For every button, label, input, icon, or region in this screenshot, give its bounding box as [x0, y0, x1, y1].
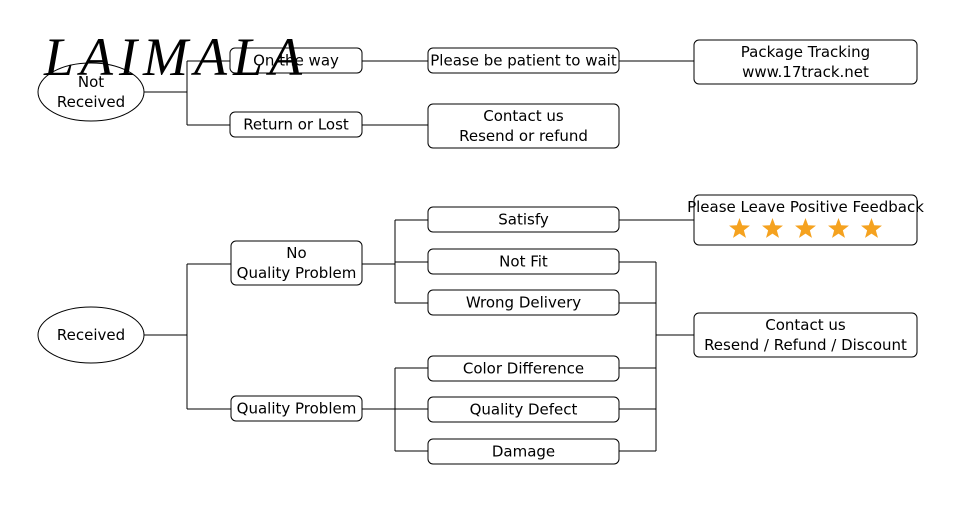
box-shape — [693, 312, 918, 358]
node-label: Contact us — [483, 107, 564, 125]
node-wrong: Wrong Delivery — [427, 289, 620, 316]
box-shape — [427, 248, 620, 275]
box-shape — [693, 39, 918, 85]
node-label: Wrong Delivery — [466, 294, 581, 312]
box-shape — [427, 355, 620, 382]
node-label: Satisfy — [498, 211, 549, 229]
box-shape — [427, 289, 620, 316]
node-received: Received — [37, 306, 145, 364]
node-label: www.17track.net — [742, 63, 869, 81]
node-contact2: Contact us Resend / Refund / Discount — [693, 312, 918, 358]
node-quality: Quality Problem — [230, 395, 363, 422]
node-label: On the way — [253, 52, 339, 70]
star-icon — [762, 218, 783, 238]
box-shape — [427, 47, 620, 74]
node-not-fit: Not Fit — [427, 248, 620, 275]
node-label: Contact us — [765, 316, 846, 334]
star-icon — [729, 218, 750, 238]
node-feedback: Please Leave Positive Feedback — [687, 194, 924, 246]
node-color: Color Difference — [427, 355, 620, 382]
box-shape — [229, 47, 363, 74]
star-icon — [861, 218, 882, 238]
star-icon — [795, 218, 816, 238]
node-label: Damage — [492, 443, 555, 461]
node-patient: Please be patient to wait — [427, 47, 620, 74]
node-satisfy: Satisfy — [427, 206, 620, 233]
node-label: Not — [78, 73, 104, 91]
box-shape — [427, 438, 620, 465]
node-label: Resend or refund — [459, 127, 588, 145]
brand-watermark: LAIMALA — [44, 27, 308, 87]
node-label: Quality Defect — [470, 401, 578, 419]
box-shape — [230, 395, 363, 422]
node-label: Quality Problem — [237, 264, 357, 282]
node-damage: Damage — [427, 438, 620, 465]
node-label: Received — [57, 326, 125, 344]
box-shape — [427, 103, 620, 149]
node-contact1: Contact us Resend or refund — [427, 103, 620, 149]
box-shape — [427, 206, 620, 233]
node-defect: Quality Defect — [427, 396, 620, 423]
box-shape — [427, 396, 620, 423]
connectors — [144, 60, 694, 452]
ellipse-shape — [37, 306, 145, 364]
node-label: Package Tracking — [741, 43, 870, 61]
node-return-lost: Return or Lost — [229, 111, 363, 138]
node-tracking: Package Tracking www.17track.net — [693, 39, 918, 85]
box-shape — [229, 111, 363, 138]
node-label: Return or Lost — [243, 116, 349, 134]
node-label: Please be patient to wait — [430, 52, 617, 70]
node-label: Color Difference — [463, 360, 584, 378]
node-label: Resend / Refund / Discount — [704, 336, 907, 354]
box-shape — [230, 240, 363, 286]
node-on-the-way: On the way — [229, 47, 363, 74]
node-label: Not Fit — [499, 253, 548, 271]
star-icon — [828, 218, 849, 238]
node-label: No — [286, 244, 306, 262]
node-label: Please Leave Positive Feedback — [687, 198, 924, 216]
node-label: Quality Problem — [237, 400, 357, 418]
node-label: Received — [57, 93, 125, 111]
ellipse-shape — [37, 62, 145, 122]
